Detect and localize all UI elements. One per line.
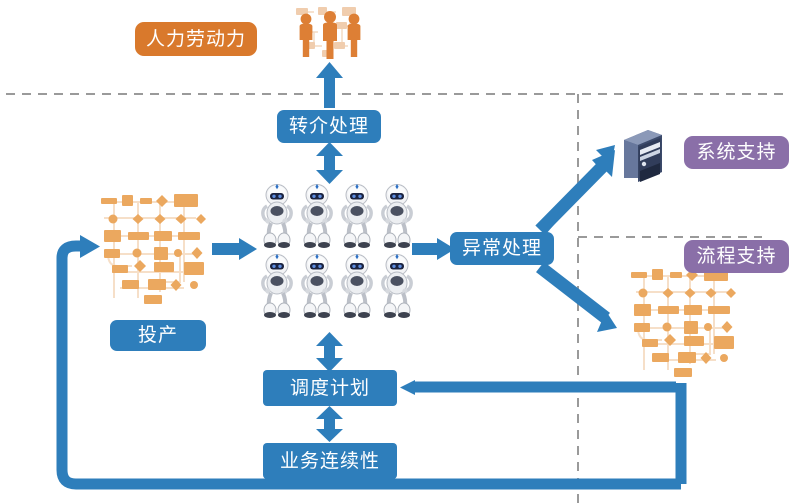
arrow-production-to-robots bbox=[212, 238, 257, 260]
arrow-exception-to-system-support bbox=[538, 150, 615, 234]
label-human-labor[interactable]: 人力劳动力 bbox=[135, 22, 257, 56]
robot-icon bbox=[258, 252, 296, 320]
robot-icon bbox=[298, 252, 336, 320]
arrow-exception-to-process-support-head bbox=[597, 311, 617, 332]
flowchart-icon-right bbox=[624, 268, 740, 382]
people-group-icon bbox=[288, 2, 372, 62]
arrow-robots-to-exception bbox=[412, 238, 455, 260]
robot-workforce-grid bbox=[258, 182, 416, 320]
robot-icon bbox=[378, 182, 416, 250]
label-process-support[interactable]: 流程支持 bbox=[684, 240, 789, 273]
arrow-robots-to-referral bbox=[316, 142, 343, 184]
robot-icon bbox=[258, 182, 296, 250]
label-referral-processing[interactable]: 转介处理 bbox=[277, 110, 381, 143]
robot-icon bbox=[338, 252, 376, 320]
arrow-robots-to-scheduling bbox=[316, 332, 343, 372]
arrow-exception-to-system-support-shaft bbox=[535, 158, 611, 235]
arrow-exception-to-system-support-head bbox=[596, 145, 615, 165]
label-system-support[interactable]: 系统支持 bbox=[684, 136, 789, 169]
label-business-continuity[interactable]: 业务连续性 bbox=[263, 443, 397, 479]
robot-icon bbox=[298, 182, 336, 250]
label-scheduling-plan[interactable]: 调度计划 bbox=[263, 370, 397, 406]
arrow-referral-to-people bbox=[316, 62, 343, 108]
flowchart-icon-left bbox=[92, 192, 208, 310]
robot-icon bbox=[378, 252, 416, 320]
arrow-scheduling-to-continuity bbox=[316, 406, 343, 442]
robot-icon bbox=[338, 182, 376, 250]
label-exception-processing[interactable]: 异常处理 bbox=[450, 232, 554, 265]
label-production[interactable]: 投产 bbox=[110, 320, 206, 351]
feedback-loop-right bbox=[400, 380, 687, 484]
server-tower-icon bbox=[618, 126, 666, 182]
arrow-exception-to-process-support-shaft bbox=[536, 261, 610, 324]
